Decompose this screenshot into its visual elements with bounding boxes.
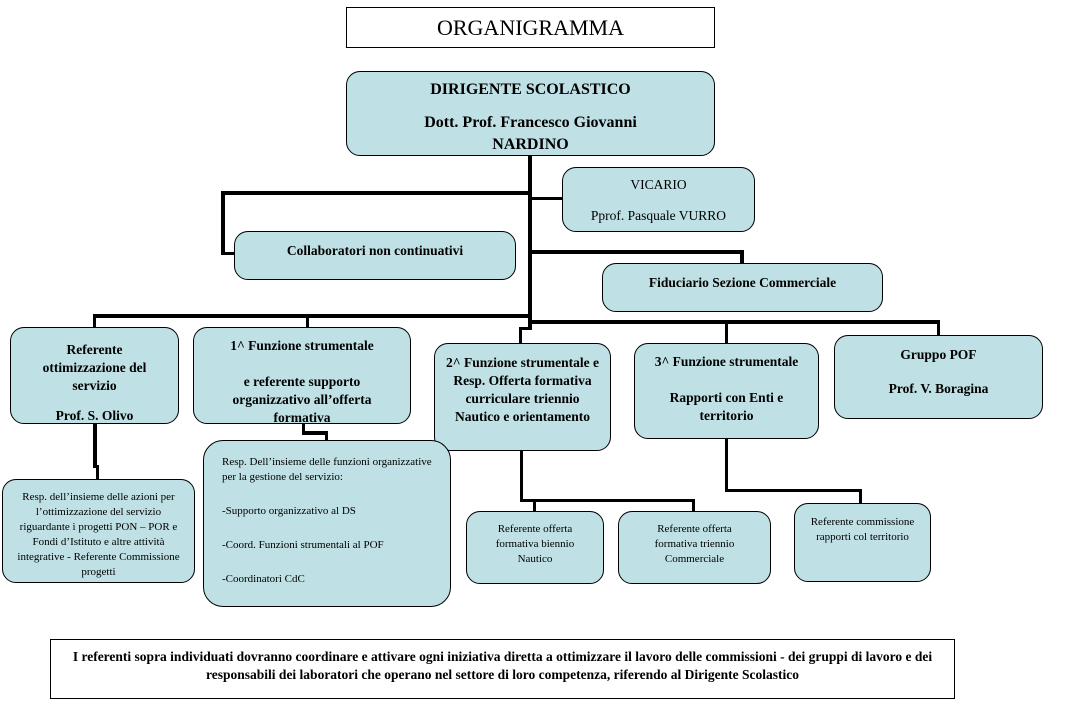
f1-down-v bbox=[302, 422, 305, 434]
funzione1-title: 1^ Funzione strumentale bbox=[230, 338, 374, 353]
footer-note-text: I referenti sopra individuati dovranno c… bbox=[72, 649, 933, 682]
funzione1-box: 1^ Funzione strumentale e referente supp… bbox=[193, 327, 411, 424]
funzione2-box: 2^ Funzione strumentale e Resp. Offerta … bbox=[434, 343, 611, 451]
f2-down-left bbox=[533, 499, 536, 512]
collaboratori-label: Collaboratori non continuativi bbox=[286, 243, 464, 258]
referente-ottimizzazione-box: Referente ottimizzazione del servizio Pr… bbox=[10, 327, 179, 424]
branch-vicario bbox=[528, 197, 564, 200]
resp-ottimizzazione-box: Resp. dell’insieme delle azioni per l’ot… bbox=[2, 479, 195, 583]
gruppo-pof-box: Gruppo POF Prof. V. Boragina bbox=[834, 335, 1043, 419]
gruppo-pof-name: Prof. V. Boragina bbox=[888, 381, 989, 396]
referente-ottimizzazione-name: Prof. S. Olivo bbox=[55, 408, 134, 423]
bus-right bbox=[528, 320, 940, 324]
funzione3-title: 3^ Funzione strumentale bbox=[654, 354, 799, 369]
main-trunk bbox=[528, 155, 532, 330]
resp-funzioni-item: -Supporto organizzativo al DS bbox=[222, 505, 356, 517]
bus-left-drop bbox=[93, 314, 96, 328]
referente-ottimizzazione-title: Referente ottimizzazione del servizio bbox=[42, 342, 147, 393]
dirigente-box: DIRIGENTE SCOLASTICO Dott. Prof. Frances… bbox=[346, 71, 715, 156]
bus-f3-drop bbox=[725, 320, 728, 344]
funzione2-text: 2^ Funzione strumentale e Resp. Offerta … bbox=[446, 355, 599, 424]
dirigente-role: DIRIGENTE SCOLASTICO bbox=[430, 81, 631, 98]
branch-collaboratori-stub bbox=[221, 252, 235, 255]
f1-down-v2 bbox=[325, 431, 328, 443]
page-title: ORGANIGRAMMA bbox=[346, 7, 715, 48]
ref-biennio-text: Referente offerta formativa biennio Naut… bbox=[495, 523, 575, 565]
f2-down-right bbox=[692, 499, 695, 512]
ref-opt-v2 bbox=[96, 465, 99, 481]
resp-funzioni-box: Resp. Dell’insieme delle funzioni organi… bbox=[203, 440, 451, 607]
f3-down-h bbox=[725, 489, 862, 492]
gruppo-pof-title: Gruppo POF bbox=[900, 347, 977, 362]
bus-f1-drop bbox=[306, 314, 309, 328]
resp-funzioni-item: -Coord. Funzioni strumentali al POF bbox=[222, 539, 384, 551]
footer-note: I referenti sopra individuati dovranno c… bbox=[50, 639, 955, 699]
bus-f2-drop bbox=[519, 327, 522, 344]
vicario-box: VICARIO Pprof. Pasquale VURRO bbox=[562, 167, 755, 232]
ref-commerciale-text: Referente offerta formativa triennio Com… bbox=[654, 523, 735, 565]
bus-pof-drop bbox=[937, 320, 940, 335]
f3-down-v bbox=[725, 438, 728, 492]
vicario-name: Pprof. Pasquale VURRO bbox=[590, 208, 727, 223]
branch-collaboratori-h bbox=[221, 191, 532, 195]
funzione3-box: 3^ Funzione strumentale Rapporti con Ent… bbox=[634, 343, 819, 439]
funzione1-text: e referente supporto organizzativo all’o… bbox=[232, 374, 372, 424]
resp-funzioni-item: -Coordinatori CdC bbox=[222, 573, 305, 585]
f3-down-v2 bbox=[859, 489, 862, 504]
fiduciario-label: Fiduciario Sezione Commerciale bbox=[648, 275, 837, 290]
vicario-role: VICARIO bbox=[630, 177, 687, 192]
dirigente-name: Dott. Prof. Francesco Giovanni NARDINO bbox=[424, 114, 637, 153]
ref-commissione-box: Referente commissione rapporti col terri… bbox=[794, 503, 931, 582]
resp-ottimizzazione-text: Resp. dell’insieme delle azioni per l’ot… bbox=[17, 491, 180, 578]
funzione3-text: Rapporti con Enti e territorio bbox=[669, 390, 784, 423]
f2-down-h bbox=[520, 499, 695, 502]
f2-down-v bbox=[520, 450, 523, 502]
ref-commissione-text: Referente commissione rapporti col terri… bbox=[810, 516, 915, 543]
collaboratori-box: Collaboratori non continuativi bbox=[234, 231, 516, 280]
ref-biennio-box: Referente offerta formativa biennio Naut… bbox=[466, 511, 604, 584]
ref-opt-v1 bbox=[93, 422, 97, 468]
f1-down-h bbox=[302, 431, 328, 435]
branch-collaboratori-v bbox=[221, 191, 225, 255]
ref-commerciale-box: Referente offerta formativa triennio Com… bbox=[618, 511, 771, 584]
branch-fiduciario-v bbox=[740, 250, 744, 265]
resp-funzioni-intro: Resp. Dell’insieme delle funzioni organi… bbox=[222, 456, 432, 483]
branch-fiduciario-h bbox=[528, 250, 743, 254]
fiduciario-box: Fiduciario Sezione Commerciale bbox=[602, 263, 883, 312]
bus-f2-h bbox=[519, 327, 532, 330]
bus-left bbox=[93, 314, 532, 318]
